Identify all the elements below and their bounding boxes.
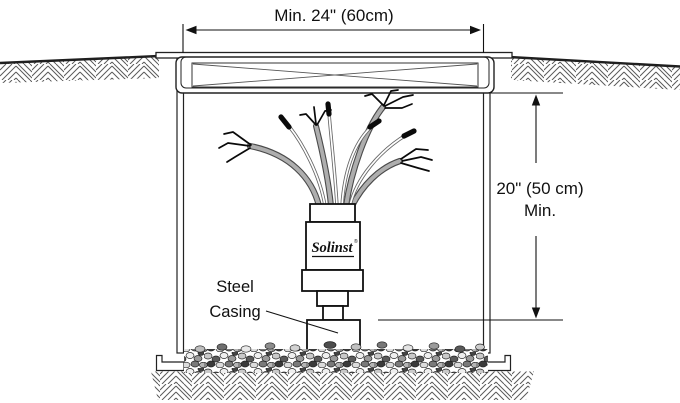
grade-line-right <box>508 55 680 68</box>
ground-surface-left <box>0 54 160 83</box>
wellhead-stem <box>322 305 344 321</box>
cable-thick-left <box>218 131 323 210</box>
steel-casing-callout: Steel Casing <box>209 278 339 334</box>
steel-casing-label-line2: Casing <box>209 303 260 321</box>
cable-connector-tip <box>325 101 332 117</box>
arrowhead-up <box>531 94 541 106</box>
vault-lid <box>155 51 513 94</box>
ground-surface-right <box>508 55 680 90</box>
right-dimension-min: Min. <box>524 201 556 220</box>
vault-wall-left <box>176 56 185 354</box>
bottom-soil-hatch <box>151 371 534 400</box>
frayed-wire-end <box>218 131 252 163</box>
arrowhead-left <box>185 25 197 35</box>
wellhead-device <box>301 203 364 358</box>
cable-thin-2 <box>325 101 339 208</box>
cable-thin-4 <box>348 128 417 208</box>
vault-wall-right <box>482 56 491 354</box>
cable-thick-upright <box>342 89 414 210</box>
cable-thin-1 <box>278 114 327 208</box>
solinst-logo: Solinst ® <box>311 238 358 258</box>
frayed-wire-end <box>364 89 414 109</box>
gravel-top-row <box>194 341 485 353</box>
wellhead-collar <box>301 269 364 292</box>
frayed-wire-end <box>400 148 433 172</box>
right-dimension-value: 20" (50 cm) <box>496 179 583 198</box>
dimension-top: Min. 24" (60cm) <box>182 6 485 53</box>
steel-casing-label-line1: Steel <box>216 278 254 296</box>
wellhead-cap <box>309 203 356 223</box>
lid-tray-inner <box>180 56 490 89</box>
cable-bundle <box>218 89 433 210</box>
arrowhead-right <box>470 25 481 35</box>
cable-connector-tip <box>278 114 292 130</box>
arrowhead-down <box>531 307 541 319</box>
trademark-symbol: ® <box>354 238 358 245</box>
top-dimension-label: Min. 24" (60cm) <box>274 6 393 25</box>
cable-connector-tip <box>367 118 382 130</box>
grade-line-left <box>0 54 160 65</box>
callout-leader-line <box>265 310 339 334</box>
dimension-right: 20" (50 cm) Min. <box>378 92 584 321</box>
gravel-bed <box>184 341 488 373</box>
vault-foot-left <box>155 354 185 372</box>
brand-text: Solinst <box>311 240 353 256</box>
cable-thick-right <box>348 148 433 210</box>
cable-thin-3 <box>340 118 382 208</box>
lid-cross-brace <box>191 62 479 88</box>
cable-connector-tip <box>401 128 417 139</box>
wellhead-neck <box>316 290 349 307</box>
